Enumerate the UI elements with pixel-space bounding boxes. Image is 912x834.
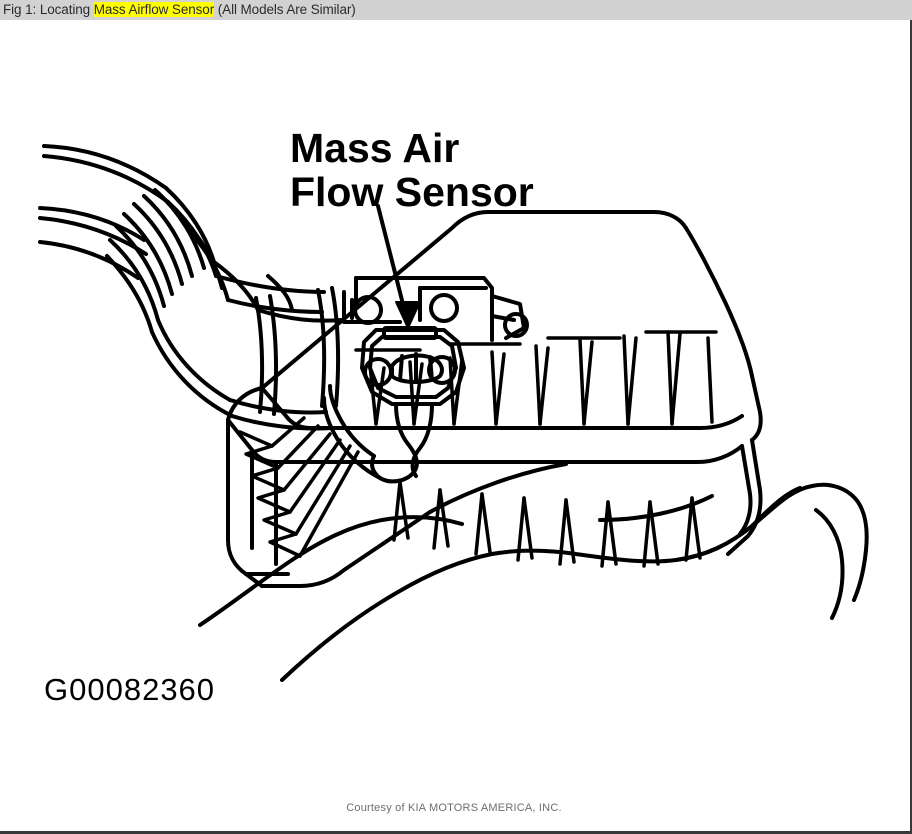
figure-caption-text: Fig 1: Locating Mass Airflow Sensor (All…	[0, 0, 356, 20]
figure-footer: Courtesy of KIA MOTORS AMERICA, INC.	[0, 798, 908, 816]
callout-label-line1: Mass Air	[290, 125, 459, 171]
air-intake-duct	[38, 144, 344, 431]
mass-airflow-sensor	[322, 276, 529, 484]
filter-pleat-edge	[238, 416, 360, 558]
air-cleaner-assembly-drawing: Mass Air Flow Sensor G00082360	[38, 125, 869, 707]
air-cleaner-housing	[226, 210, 763, 588]
callout-arrowhead	[395, 301, 421, 329]
figure-image-id: G00082360	[44, 672, 215, 707]
figure-caption-bar: Fig 1: Locating Mass Airflow Sensor (All…	[0, 0, 912, 20]
housing-top-ribs	[354, 330, 718, 426]
engine-background-contour	[198, 482, 869, 682]
caption-suffix: (All Models Are Similar)	[214, 2, 356, 17]
callout-leader	[376, 204, 408, 318]
courtesy-text: Courtesy of KIA MOTORS AMERICA, INC.	[346, 802, 562, 814]
caption-prefix: Fig 1: Locating	[3, 2, 94, 17]
callout-label-line2: Flow Sensor	[290, 169, 534, 215]
figure-illustration: Mass Air Flow Sensor G00082360	[0, 20, 908, 810]
housing-front-ribs	[392, 480, 702, 568]
caption-highlighted-term: Mass Airflow Sensor	[93, 2, 215, 17]
